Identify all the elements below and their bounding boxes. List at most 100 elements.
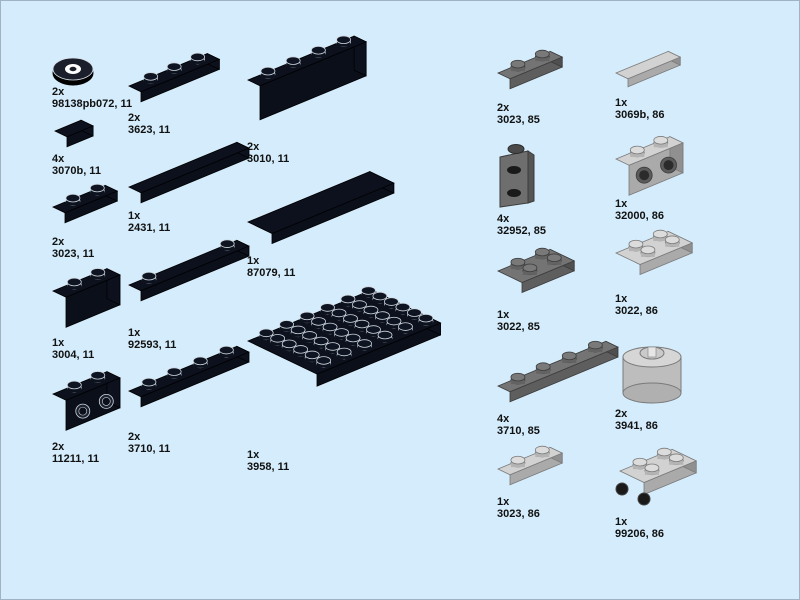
part-ref: 32952, 85 [497,225,546,237]
part-item-3710-85 [496,340,619,412]
part-render-brick-1x2-side-studs [52,371,121,431]
part-ref: 3023, 85 [497,114,540,126]
part-ref: 2431, 11 [128,222,171,234]
part-render-plate-2x2 [497,247,576,294]
part-render-plate-2x2 [615,229,694,276]
part-ref: 3010, 11 [247,153,290,165]
part-render-plate-1x2 [52,183,119,224]
part-item-92593-11 [127,239,250,312]
part-ref: 3941, 86 [615,420,658,432]
part-item-2431-11 [127,141,250,209]
part-ref: 3710, 85 [497,425,540,437]
part-quantity: 1x [52,337,65,349]
part-render-plate-1x4 [128,345,250,408]
part-render-plate-1x2 [497,49,564,90]
part-ref: 99206, 86 [615,528,664,540]
part-item-3022-86 [614,229,698,293]
part-ref: 3004, 11 [52,349,95,361]
part-item-98138pb072-11 [51,56,96,86]
part-render-plate-1x3 [128,52,221,103]
part-ref: 3022, 86 [615,305,658,317]
part-render-round-tile-with-print [52,57,94,86]
part-item-3710-11 [127,345,250,417]
part-render-plate-1x4-two-studs [128,239,250,302]
part-item-3623-11 [127,52,221,106]
part-render-tile-1x4 [128,141,250,204]
part-render-plate-2x2-side-studs [615,447,698,506]
part-render-brick-1x4 [247,35,368,121]
part-ref: 3070b, 11 [52,165,101,177]
part-quantity: 1x [615,516,628,528]
part-item-3022-85 [496,247,580,307]
part-ref: 98138pb072, 11 [52,98,133,110]
part-item-32000-86 [614,136,684,197]
part-item-99206-86 [614,447,698,511]
part-quantity: 1x [247,255,260,267]
part-quantity: 1x [615,97,628,109]
part-quantity: 2x [247,141,260,153]
part-item-3070b-11 [53,119,95,153]
part-render-round-brick-2x2 [622,346,682,404]
part-item-3023-11 [51,183,119,233]
part-ref: 11211, 11 [52,453,100,465]
part-item-3010-11 [246,35,368,141]
part-item-3004-11 [51,268,121,336]
part-item-3958-11 [246,286,489,451]
part-ref: 3022, 85 [497,321,540,333]
part-quantity: 2x [128,112,141,124]
part-render-plate-1x4 [497,340,619,403]
part-item-11211-11 [51,371,121,439]
part-quantity: 2x [497,102,510,114]
part-render-plate-6x6 [247,286,442,387]
part-item-3023-86 [496,445,564,495]
part-quantity: 1x [497,309,510,321]
part-quantity: 4x [497,213,510,225]
part-quantity: 1x [497,496,510,508]
part-ref: 3023, 11 [52,248,95,260]
part-ref: 87079, 11 [247,267,296,279]
part-render-tile-1x1 [54,119,95,148]
part-quantity: 2x [128,431,141,443]
part-ref: 3023, 86 [497,508,540,520]
part-item-3023-85 [496,49,564,99]
part-item-3069b-86 [614,50,682,93]
part-item-3941-86 [619,339,685,404]
part-render-tile-1x2 [615,50,682,88]
part-ref: 32000, 86 [615,210,664,222]
part-quantity: 1x [615,198,628,210]
part-render-brick-1x1x1-2-3-side-studs [499,144,535,208]
part-quantity: 2x [615,408,628,420]
part-quantity: 2x [52,236,65,248]
part-quantity: 1x [615,293,628,305]
part-quantity: 1x [128,327,141,339]
part-render-tile-2x4 [247,170,395,245]
part-quantity: 1x [128,210,141,222]
part-ref: 3069b, 86 [615,109,665,121]
part-quantity: 4x [52,153,65,165]
part-quantity: 2x [52,86,65,98]
part-item-32952-85 [496,141,536,209]
